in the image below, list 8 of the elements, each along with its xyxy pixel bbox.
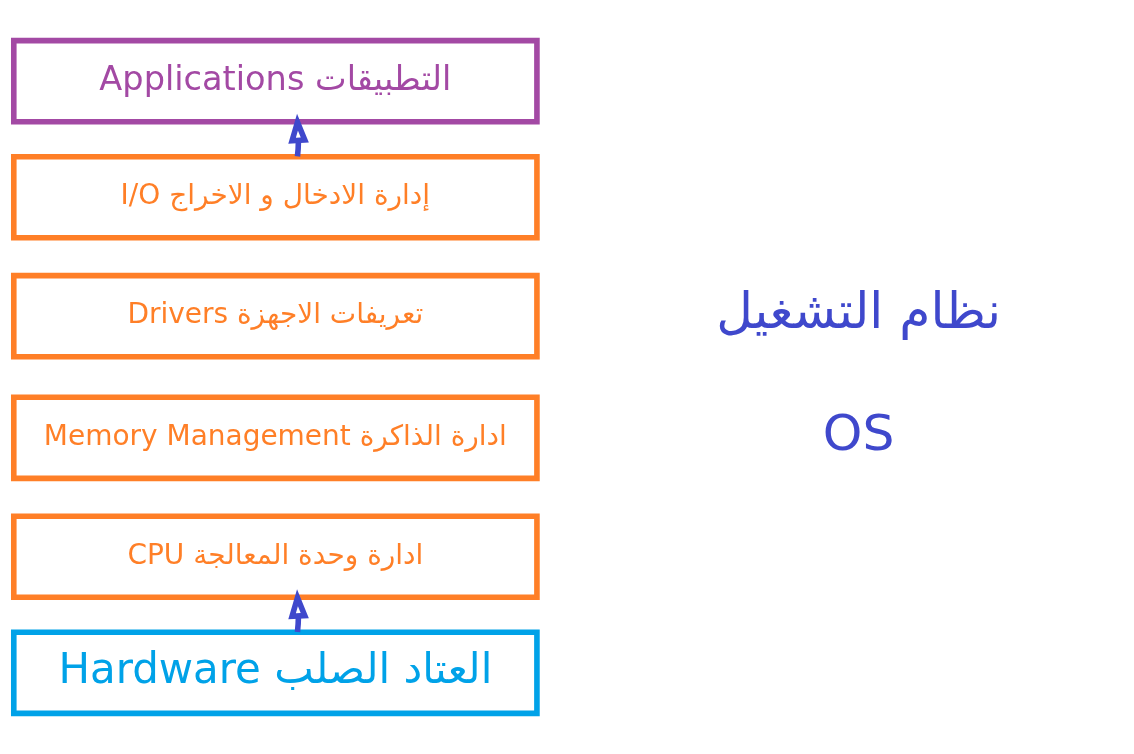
node-box: I/O إدارة الادخال و الاخراج [11,153,540,241]
node-box: CPU ادارة وحدة المعالجة [11,513,540,601]
node-box: Hardware العتاد الصلب [11,629,540,717]
label: نظام التشغيل [716,281,1002,341]
node-box: Applications التطبيقات [11,37,540,125]
node-box: Memory Management ادارة الذاكرة [11,394,540,482]
label: OS [822,403,895,463]
node-box: Drivers تعريفات الاجهزة [11,272,540,360]
